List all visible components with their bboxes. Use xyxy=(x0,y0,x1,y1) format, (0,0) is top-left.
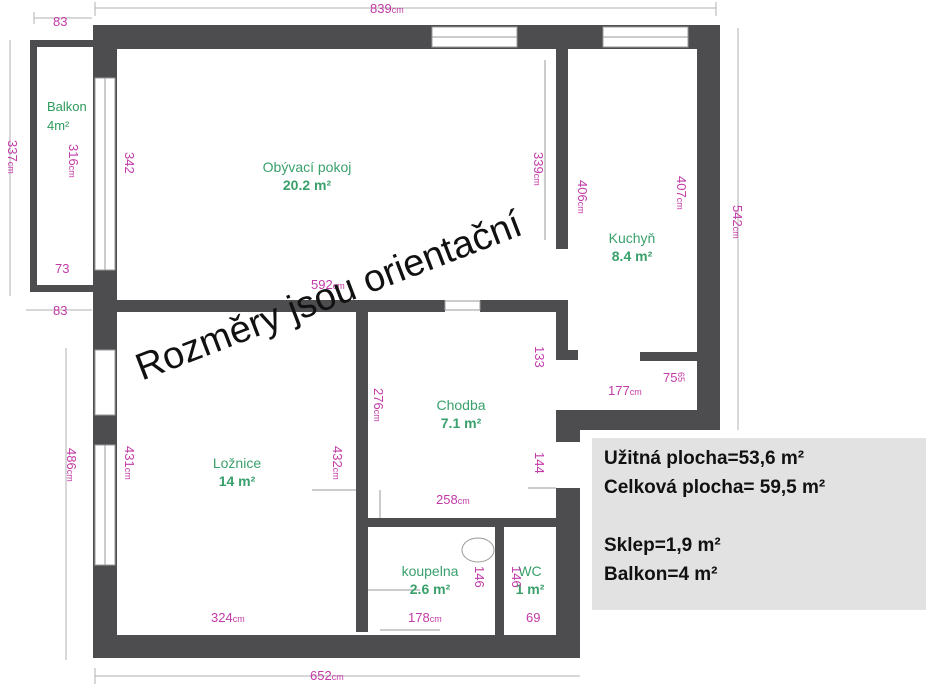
area-summary-box: Užitná plocha=53,6 m² Celková plocha= 59… xyxy=(592,438,926,610)
room-name-hall: Chodba xyxy=(436,397,485,413)
room-name-kitchen: Kuchyň xyxy=(609,230,656,246)
dim-balcony-height-inner: 316cm xyxy=(66,144,81,178)
dim-living-right-height: 339cm xyxy=(531,152,546,186)
dim-balcony-width-bottom: 83 xyxy=(53,303,67,318)
room-area-hall: 7.1 m² xyxy=(441,415,482,431)
dim-kitchen-right-height: 407cm xyxy=(674,176,689,210)
dim-wc-width: 69 xyxy=(526,610,540,625)
room-name-balkon: Balkon xyxy=(47,99,87,114)
room-name-living: Obývací pokoj xyxy=(263,159,352,175)
dim-living-width: 592cm xyxy=(311,277,345,292)
dim-hall-left-height: 276cm xyxy=(371,388,386,422)
dim-hall-top-height: 133 xyxy=(532,346,547,368)
windows xyxy=(94,26,689,566)
dim-bedroom-left-total: 486cm xyxy=(64,448,79,482)
cellar-area: Sklep=1,9 m² xyxy=(604,535,721,556)
dim-bedroom-right-height: 432cm xyxy=(330,446,345,480)
dim-balcony-height-outer: 337cm xyxy=(5,140,20,174)
dimension-lines xyxy=(9,2,739,684)
room-area-living: 20.2 m² xyxy=(283,177,332,193)
exterior-walls xyxy=(93,25,720,658)
dim-bath-width: 178cm xyxy=(408,610,442,625)
room-area-wc: 1 m² xyxy=(516,581,545,597)
room-name-bedroom: Ložnice xyxy=(213,455,261,471)
dimension-labels: 839cm 83 83 73 592cm 177cm 75 258cm 324c… xyxy=(5,1,745,683)
room-area-bedroom: 14 m² xyxy=(219,473,256,489)
balcony-area: Balkon=4 m² xyxy=(604,564,718,585)
interior-walls xyxy=(115,49,697,637)
room-area-balkon: 4m² xyxy=(47,118,70,133)
doors-and-fixtures xyxy=(312,60,556,631)
dim-bedroom-width: 324cm xyxy=(211,610,245,625)
dim-kitchen-small-h: 65 xyxy=(676,372,686,382)
dim-hall-bottom-right-height: 144 xyxy=(532,452,547,474)
dim-wc-height: 146 xyxy=(509,566,524,588)
dim-bedroom-height: 431cm xyxy=(122,446,137,480)
dim-kitchen-width: 177cm xyxy=(608,383,642,398)
room-labels: Balkon 4m² Obývací pokoj 20.2 m² Kuchyň … xyxy=(47,99,655,597)
room-name-bathroom: koupelna xyxy=(402,563,459,579)
usable-area: Užitná plocha=53,6 m² xyxy=(604,448,805,469)
dim-living-left-height: 342 xyxy=(122,152,137,174)
dim-balcony-width-top: 83 xyxy=(53,14,67,29)
balcony-outline xyxy=(30,40,95,292)
room-name-wc: WC xyxy=(518,563,541,579)
dim-bath-height: 146 xyxy=(472,566,487,588)
dim-hall-width: 258cm xyxy=(436,492,470,507)
dim-total-height: 542cm xyxy=(730,205,745,239)
dim-total-width: 839cm xyxy=(370,1,404,16)
total-area: Celková plocha= 59,5 m² xyxy=(604,477,826,498)
dim-kitchen-small-w: 75 xyxy=(663,370,677,385)
room-area-kitchen: 8.4 m² xyxy=(612,248,653,264)
room-area-bathroom: 2.6 m² xyxy=(410,581,451,597)
dim-bottom-total-width: 652cm xyxy=(310,668,344,683)
dim-kitchen-left-height: 406cm xyxy=(575,180,590,214)
dim-balcony-inner-width: 73 xyxy=(55,261,69,276)
